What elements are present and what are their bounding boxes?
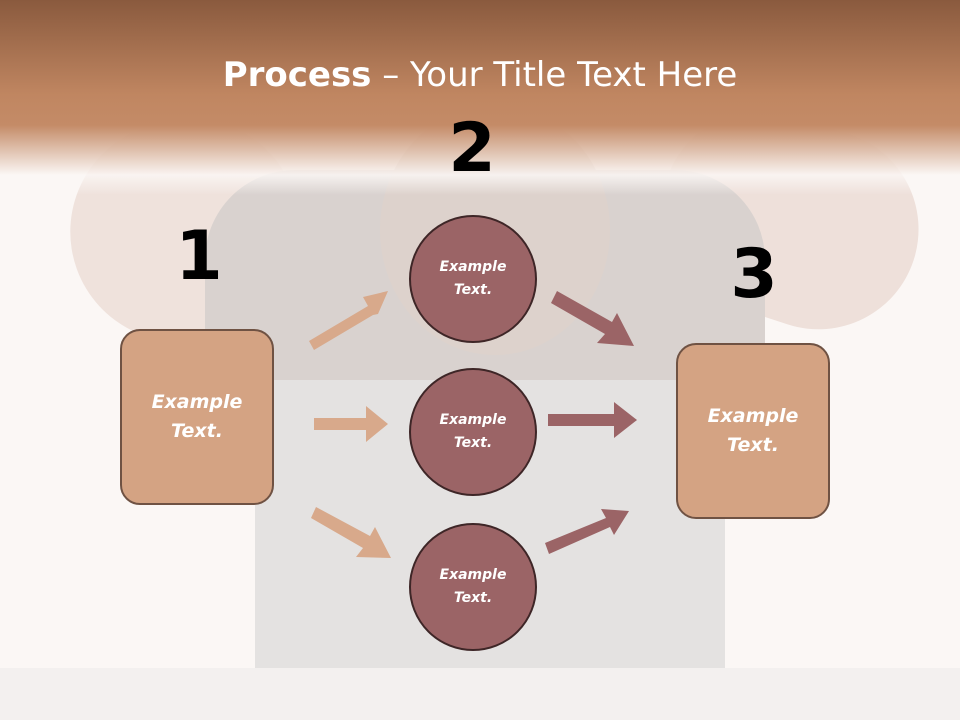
circle-top: Example Text. <box>409 215 537 343</box>
step-number-1: 1 <box>175 217 223 296</box>
box-step-3-line2: Text. <box>727 434 779 456</box>
background-table <box>0 668 960 720</box>
arrow-left-to-mid <box>314 406 388 442</box>
circle-top-line1: Example <box>439 259 507 275</box>
box-step-3: Example Text. <box>676 343 830 519</box>
circle-middle: Example Text. <box>409 368 537 496</box>
header-band <box>0 0 960 195</box>
title-bold: Process <box>222 55 372 95</box>
box-step-3-line1: Example <box>707 405 799 427</box>
arrow-left-to-top <box>309 291 388 350</box>
arrow-bot-to-right <box>545 509 629 554</box>
slide-title: Process – Your Title Text Here <box>0 52 960 98</box>
arrow-top-to-right <box>551 291 634 346</box>
box-step-1-line2: Text. <box>171 420 223 442</box>
box-step-1: Example Text. <box>120 329 274 505</box>
arrow-mid-to-right <box>548 402 637 438</box>
circle-bottom: Example Text. <box>409 523 537 651</box>
step-number-3: 3 <box>730 235 778 314</box>
circle-middle-line1: Example <box>439 412 507 428</box>
arrow-left-to-bot <box>311 507 391 558</box>
step-number-2: 2 <box>448 109 496 188</box>
circle-bottom-line1: Example <box>439 567 507 583</box>
title-rest: – Your Title Text Here <box>371 55 738 95</box>
circle-bottom-line2: Text. <box>453 590 493 606</box>
circle-middle-line2: Text. <box>453 435 493 451</box>
box-step-1-line1: Example <box>151 391 243 413</box>
circle-top-line2: Text. <box>453 282 493 298</box>
